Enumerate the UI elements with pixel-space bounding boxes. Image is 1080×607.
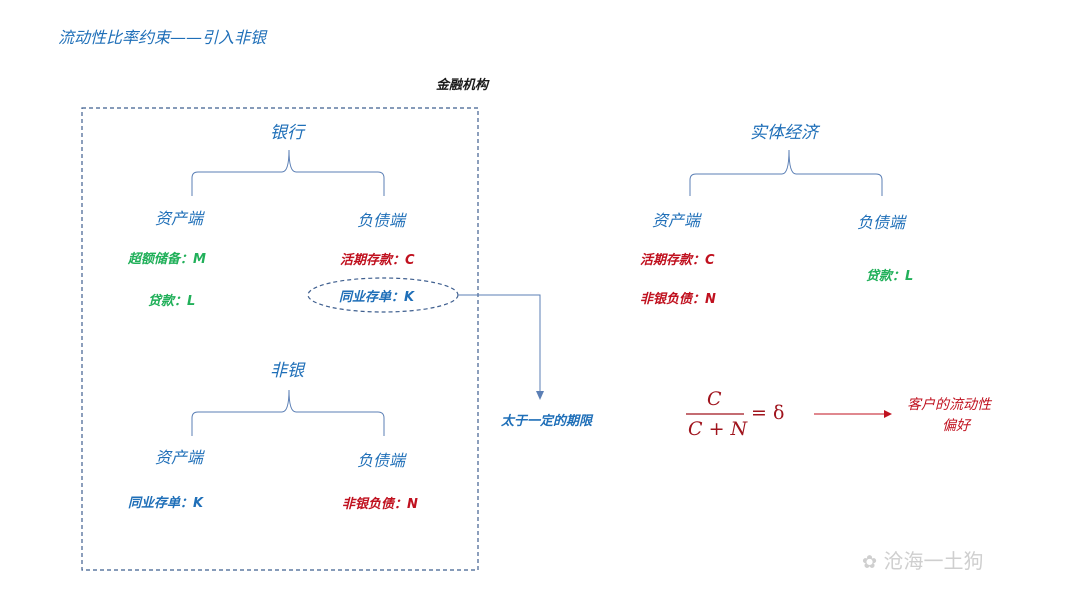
nonbank-asset-side: 资产端 xyxy=(155,448,204,467)
real-economy-brace xyxy=(689,149,883,196)
bank-brace xyxy=(191,149,385,196)
bank-asset-side: 资产端 xyxy=(155,209,204,228)
real-economy-asset-side: 资产端 xyxy=(652,211,701,230)
financial-institutions-box xyxy=(81,107,479,571)
term-arrow-line xyxy=(458,294,541,392)
real-economy-label: 实体经济 xyxy=(750,123,818,143)
formula-numerator: C xyxy=(707,388,722,410)
nonbank-brace xyxy=(191,389,385,436)
bank-asset-item: 贷款：L xyxy=(148,294,196,309)
financial-institutions-label: 金融机构 xyxy=(436,78,489,93)
nonbank-liability-item: 非银负债：N xyxy=(342,497,418,512)
bank-liability-item: 活期存款：C xyxy=(340,253,415,268)
preference-label-line1: 客户的流动性 xyxy=(907,397,991,413)
bank-label: 银行 xyxy=(270,123,304,143)
wechat-icon: ✿ xyxy=(862,552,878,573)
bank-liability-side: 负债端 xyxy=(357,211,406,230)
term-note: 太于一定的期限 xyxy=(501,414,593,429)
real-economy-liability-side: 负债端 xyxy=(857,213,906,232)
nonbank-label: 非银 xyxy=(270,361,304,381)
nonbank-asset-item: 同业存单：K xyxy=(128,496,204,511)
nonbank-liability-side: 负债端 xyxy=(357,451,406,470)
formula-denominator: C + N xyxy=(688,418,748,440)
watermark-text: 沧海一土狗 xyxy=(883,549,984,573)
bank-liability-item: 同业存单：K xyxy=(339,290,415,305)
preference-label-line2: 偏好 xyxy=(942,418,970,434)
real-economy-asset-item: 活期存款：C xyxy=(640,253,715,268)
watermark: ✿ 沧海一土狗 xyxy=(862,545,983,574)
real-economy-asset-item: 非银负债：N xyxy=(640,292,716,307)
preference-arrow-head xyxy=(884,410,892,418)
term-arrow-head xyxy=(536,391,544,400)
real-economy-liability-item: 贷款：L xyxy=(866,269,914,284)
bank-asset-item: 超额储备：M xyxy=(128,252,206,267)
formula-rhs: = δ xyxy=(751,402,785,424)
page-title: 流动性比率约束——引入非银 xyxy=(58,28,267,47)
